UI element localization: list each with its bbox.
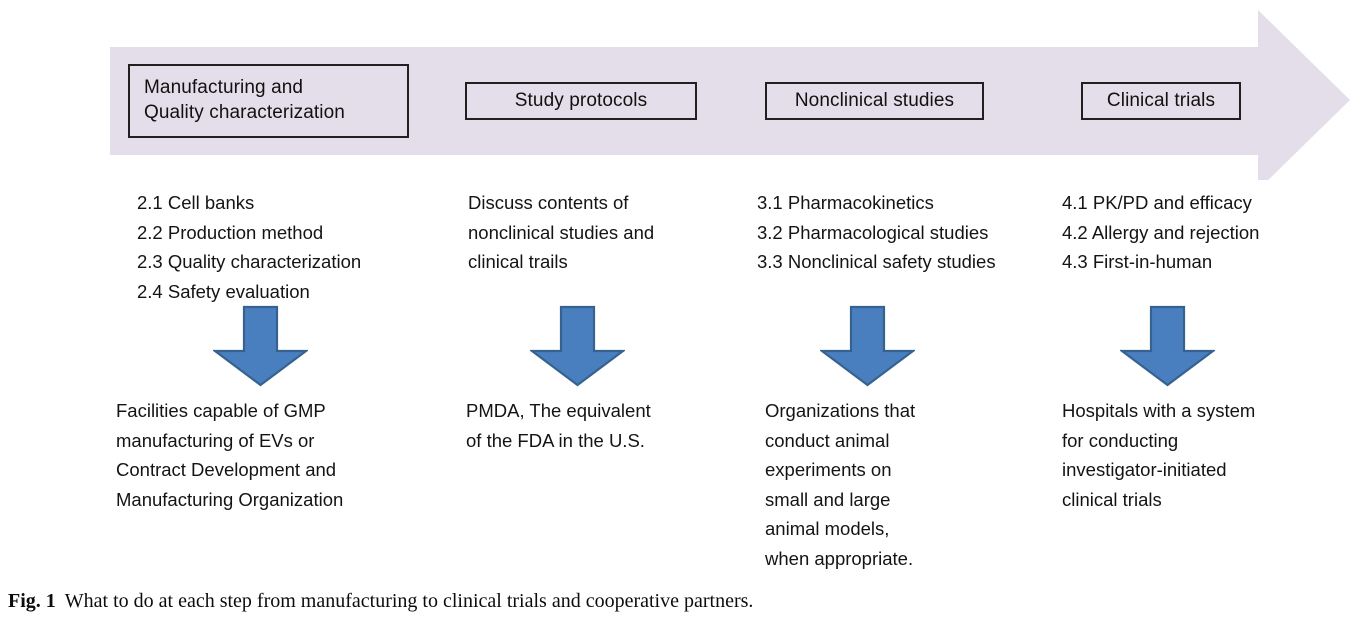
task-list-item: 2.2 Production method [137, 221, 324, 243]
stage-box-nonclinical-studies[interactable]: Nonclinical studies [765, 82, 984, 120]
task-list-item: 4.2 Allergy and rejection [1062, 221, 1260, 243]
down-arrow-icon [820, 305, 915, 387]
stage-box-label: Clinical trials [1106, 89, 1216, 111]
partner-text-manufacturing: Facilities capable of GMP manufacturing … [116, 400, 344, 510]
down-arrow-icon [1120, 305, 1215, 387]
down-arrow-icon [530, 305, 625, 387]
task-list-item: 2.4 Safety evaluation [137, 280, 310, 302]
task-list-item: 4.1 PK/PD and efficacy [1062, 192, 1252, 213]
stage-box-label: Manufacturing and Quality characterizati… [144, 77, 345, 123]
task-list-item: 4.3 First-in-human [1062, 251, 1213, 272]
figure-caption-label: Fig. 1 [8, 590, 56, 612]
task-list-item: 2.3 Quality characterization [137, 251, 362, 272]
stage-box-clinical-trials[interactable]: Clinical trials [1081, 82, 1241, 120]
task-list-item: 3.3 Nonclinical safety studies [757, 251, 996, 272]
column-clinical-trials: 4.1 PK/PD and efficacy 4.2 Allergy and r… [1062, 188, 1352, 277]
stage-box-label: Study protocols [514, 89, 648, 111]
process-banner-arrow [110, 10, 1350, 180]
task-list-item: 3.2 Pharmacological studies [757, 221, 989, 243]
stage-box-label: Nonclinical studies [794, 89, 955, 111]
figure-caption-text: What to do at each step from manufacturi… [64, 590, 754, 612]
column-study-protocols: Discuss contents of nonclinical studies … [468, 188, 713, 277]
stage-box-manufacturing-and-quality-characterization[interactable]: Manufacturing and Quality characterizati… [128, 64, 409, 138]
task-list-item: 3.1 Pharmacokinetics [757, 192, 934, 213]
banner-arrow-shape [110, 10, 1350, 180]
task-list-nonclinical-studies: 3.1 Pharmacokinetics 3.2 Pharmacological… [757, 188, 1047, 277]
figure-caption: Fig. 1 What to do at each step from manuf… [8, 588, 1348, 614]
partner-text-clinical-trials: Hospitals with a system for conducting i… [1062, 400, 1256, 510]
down-arrow-icon [213, 305, 308, 387]
task-list-clinical-trials: 4.1 PK/PD and efficacy 4.2 Allergy and r… [1062, 188, 1352, 277]
task-list-manufacturing: 2.1 Cell banks 2.2 Production method 2.3… [137, 188, 437, 306]
partner-text-study-protocols: PMDA, The equivalent of the FDA in the U… [466, 400, 651, 451]
partner-text-nonclinical-studies: Organizations that conduct animal experi… [765, 400, 916, 569]
task-paragraph-study-protocols: Discuss contents of nonclinical studies … [468, 192, 655, 272]
stage-box-study-protocols[interactable]: Study protocols [465, 82, 697, 120]
column-nonclinical-studies: 3.1 Pharmacokinetics 3.2 Pharmacological… [757, 188, 1047, 277]
task-list-item: 2.1 Cell banks [137, 192, 255, 213]
column-manufacturing: 2.1 Cell banks 2.2 Production method 2.3… [137, 188, 437, 306]
